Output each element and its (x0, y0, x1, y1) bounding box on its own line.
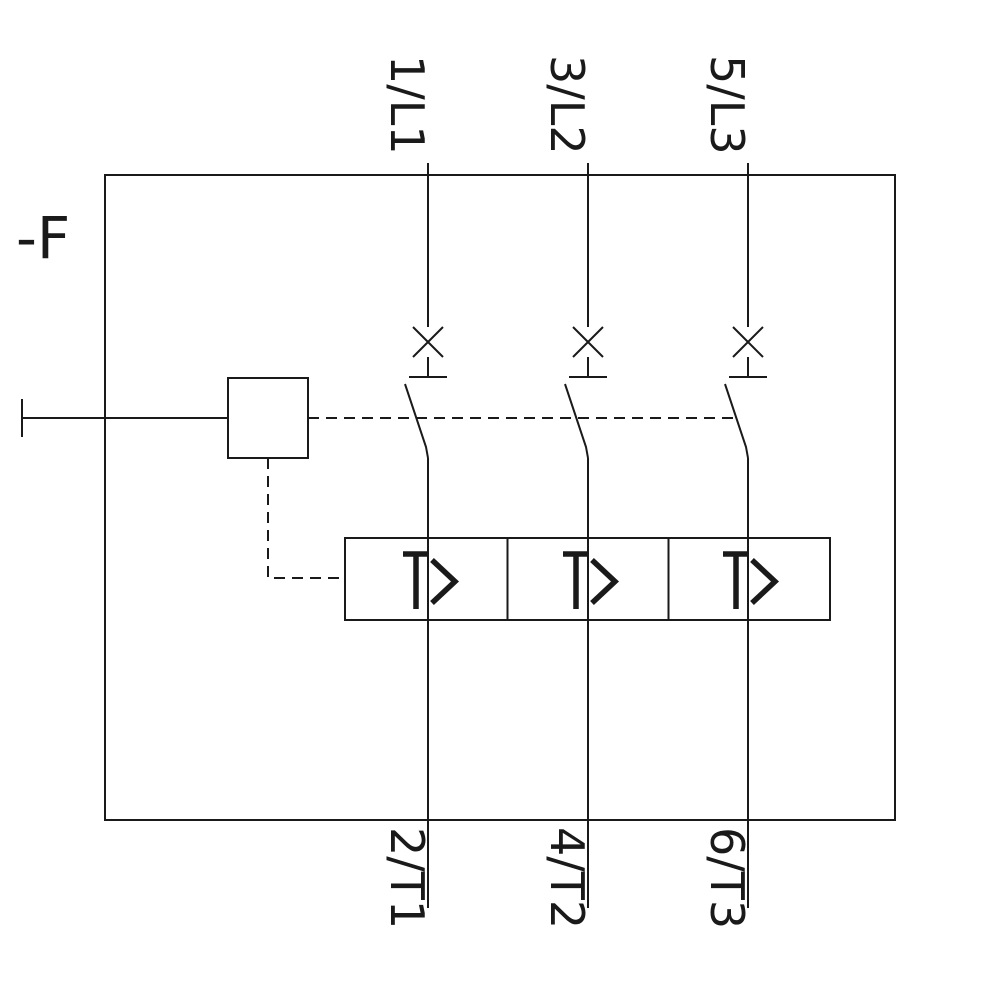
pole3-fixed-contact-tick (729, 357, 767, 378)
terminal-label-bottom-1: 2/T1 (380, 827, 434, 929)
pole3-breaker-cross-icon (732, 326, 764, 358)
overcurrent-release-icon-1 (403, 551, 460, 609)
overcurrent-release-icon-2 (563, 551, 620, 609)
overcurrent-release-icon-3 (723, 551, 780, 609)
pole-2 (564, 163, 607, 908)
greater-than-chevron (590, 557, 620, 606)
pole-3 (724, 163, 767, 908)
terminal-label-bottom-2: 4/T2 (540, 827, 594, 929)
pole1-fixed-contact-tick (409, 357, 447, 378)
pole1-contact-blade (404, 383, 429, 459)
actuator-box (227, 377, 309, 459)
terminal-label-top-2: 3/L2 (540, 55, 594, 155)
trip-linkage-line (267, 458, 345, 579)
overload-release-box (344, 537, 831, 621)
terminal-label-top-3: 5/L3 (700, 55, 754, 155)
greater-than-chevron (750, 557, 780, 606)
terminal-label-bottom-3: 6/T3 (700, 827, 754, 929)
pole1-breaker-cross-icon (412, 326, 444, 358)
greater-than-chevron (430, 557, 460, 606)
pole2-contact-blade (564, 383, 589, 459)
pole3-contact-blade (724, 383, 749, 459)
device-outline (104, 174, 896, 821)
terminal-label-top-1: 1/L1 (380, 55, 434, 155)
pole2-fixed-contact-tick (569, 357, 607, 378)
pole2-breaker-cross-icon (572, 326, 604, 358)
device-label: -F (16, 204, 70, 272)
pole-1 (404, 163, 447, 908)
